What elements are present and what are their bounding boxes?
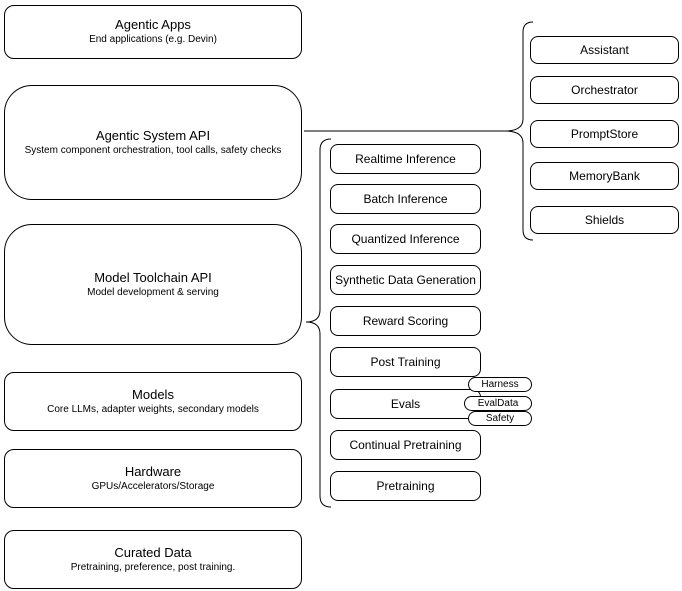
system-components-brace [504, 21, 534, 241]
node-quantized-inference: Quantized Inference [330, 224, 481, 254]
node-evals: Evals [330, 389, 481, 419]
node-title: Models [132, 386, 174, 402]
node-subtitle: Core LLMs, adapter weights, secondary mo… [47, 403, 259, 415]
node-subtitle: System component orchestration, tool cal… [24, 144, 282, 156]
toolchain-brace [305, 138, 332, 508]
node-post-training: Post Training [330, 347, 481, 377]
node-pretraining: Pretraining [330, 471, 481, 501]
node-orchestrator: Orchestrator [530, 76, 679, 104]
node-reward-scoring: Reward Scoring [330, 306, 481, 336]
node-title: Agentic Apps [115, 17, 191, 32]
node-promptstore: PromptStore [530, 120, 679, 148]
node-subtitle: Pretraining, preference, post training. [70, 561, 236, 573]
node-title: Curated Data [114, 544, 192, 560]
node-shields: Shields [530, 206, 679, 234]
node-models: Models Core LLMs, adapter weights, secon… [4, 372, 302, 431]
node-subtitle: Model development & serving [87, 286, 219, 298]
node-title: Hardware [124, 463, 182, 479]
node-assistant: Assistant [530, 36, 679, 64]
node-memorybank: MemoryBank [530, 162, 679, 190]
node-subtitle: End applications (e.g. Devin) [89, 34, 217, 45]
node-agentic-system-api: Agentic System API System component orch… [4, 85, 302, 200]
node-title: Model Toolchain API [94, 269, 212, 285]
node-title: Agentic System API [95, 127, 211, 143]
node-continual-pretraining: Continual Pretraining [330, 430, 481, 460]
pill-evaldata: EvalData [464, 396, 532, 411]
pill-harness: Harness [468, 377, 532, 392]
node-hardware: Hardware GPUs/Accelerators/Storage [4, 449, 302, 508]
node-subtitle: GPUs/Accelerators/Storage [91, 480, 215, 492]
pill-safety: Safety [468, 411, 532, 426]
node-batch-inference: Batch Inference [330, 184, 481, 214]
node-synthetic-data-generation: Synthetic Data Generation [330, 265, 481, 295]
node-curated-data: Curated Data Pretraining, preference, po… [4, 530, 302, 589]
node-model-toolchain-api: Model Toolchain API Model development & … [4, 224, 302, 345]
node-realtime-inference: Realtime Inference [330, 144, 481, 174]
node-agentic-apps: Agentic Apps End applications (e.g. Devi… [4, 5, 302, 59]
